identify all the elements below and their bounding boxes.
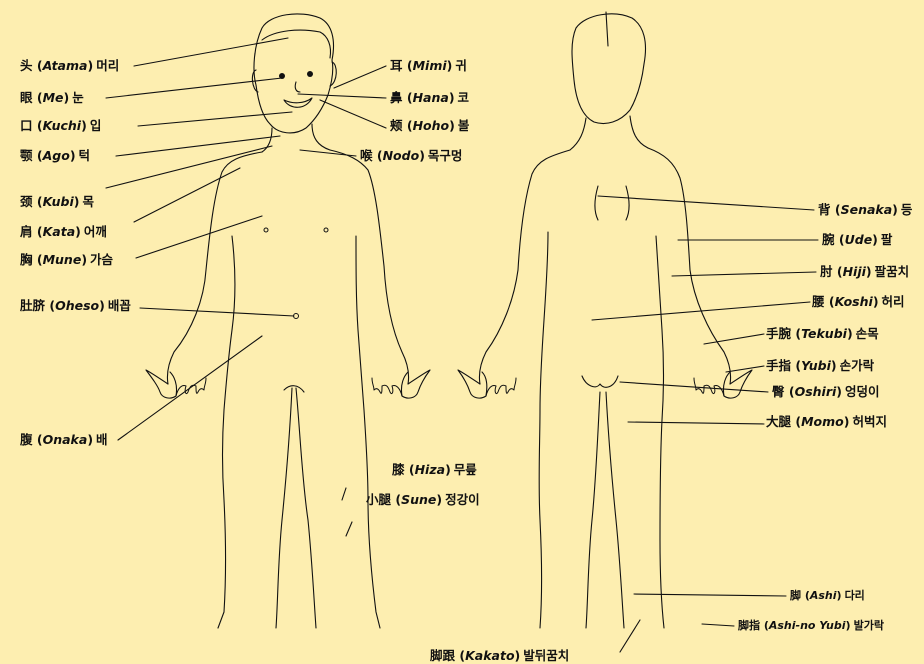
label-shin: 小腿 (Sune)정강이 [366,492,480,508]
leader-waist [592,302,810,320]
front-nipple-left [264,228,268,232]
back-hand-right [723,370,752,398]
leader-head [134,38,288,66]
back-hand-left-fingers [486,378,516,396]
back-torso-right [656,236,664,628]
label-heel: 脚跟 (Kakato)발뒤꿈치 [430,648,569,664]
leader-shoulder [134,168,240,222]
label-belly: 腹 (Onaka)배 [20,432,108,448]
front-hand-right-fingers [372,378,402,396]
front-figure [146,14,430,628]
back-figure [458,12,752,628]
label-back: 背 (Senaka)등 [818,202,912,218]
label-knee: 膝 (Hiza)무릎 [392,462,477,478]
back-torso-left [539,232,548,628]
leader-thigh [628,422,764,424]
leader-finger [726,366,764,372]
back-hand-left [458,370,487,398]
label-wrist: 手腕 (Tekubi)손목 [766,326,879,342]
label-buttock: 臀 (Oshiri)엉덩이 [772,384,880,400]
back-neck-left [570,118,586,150]
leader-ear [334,66,386,88]
label-waist: 腰 (Koshi)허리 [812,294,905,310]
front-hair-line [262,30,331,58]
back-shoulder-right [648,148,731,384]
back-hair-line [606,12,608,46]
front-head-outline [254,14,334,133]
label-ear: 耳 (Mimi)귀 [390,58,467,74]
front-crotch [284,386,304,392]
front-shoulder-right [330,150,409,384]
label-arm: 腕 (Ude)팔 [822,232,892,248]
back-scapula-left [595,186,598,220]
back-head-outline [572,14,646,124]
leader-chest [136,216,262,258]
front-nipple-right [324,228,328,232]
label-jaw: 颚 (Ago)턱 [20,148,90,164]
label-mouth: 口 (Kuchi)입 [20,118,101,134]
leader-heel [620,620,640,652]
front-hand-right [401,370,430,398]
front-torso-right [356,236,380,628]
label-foot: 脚 (Ashi)다리 [790,588,865,604]
front-shoulder-left [167,152,262,384]
leader-back [598,196,814,210]
label-finger: 手指 (Yubi)손가락 [766,358,874,374]
leader-eye [106,78,282,98]
label-thigh: 大腿 (Momo)허벅지 [766,414,887,430]
back-neck-right [630,116,648,148]
label-elbow: 肘 (Hiji)팔꿈치 [820,264,909,280]
back-inner-leg-left [586,392,600,628]
leader-nose [298,94,386,98]
front-inner-leg-left [276,388,292,628]
leader-foot [634,594,786,596]
leader-buttock [620,382,768,392]
back-inner-leg-right [606,392,624,628]
front-knee-mark [342,488,346,500]
label-neck: 颈 (Kubi)목 [20,194,94,210]
front-mouth [284,98,312,107]
leader-toe [702,624,734,626]
back-scapula-right [626,186,629,220]
leader-neck [106,146,272,188]
back-buttocks [582,376,618,387]
label-navel: 肚脐 (Oheso)배꼽 [20,298,131,314]
back-shoulder-left [479,150,570,384]
label-nose: 鼻 (Hana)코 [390,90,469,106]
front-hand-left [146,370,177,398]
leader-mouth [138,112,292,126]
front-torso-left [218,236,235,628]
label-toe: 脚指 (Ashi-no Yubi)발가락 [738,618,884,634]
leader-throat [300,150,356,156]
front-eye-right [307,71,313,77]
front-inner-leg-right [296,388,316,628]
front-shin-mark [346,522,352,536]
leader-belly [118,336,262,440]
leader-cheek [320,100,386,128]
label-cheek: 颊 (Hoho)볼 [390,118,469,134]
label-chest: 胸 (Mune)가슴 [20,252,113,268]
front-nose [295,82,300,92]
label-throat: 喉 (Nodo)목구멍 [360,148,462,164]
front-neck-right [312,124,330,150]
leader-navel [140,308,294,316]
label-eye: 眼 (Me)눈 [20,90,84,106]
label-head: 头 (Atama)머리 [20,58,119,74]
label-shoulder: 肩 (Kata)어깨 [20,224,107,240]
leader-elbow [672,272,816,276]
